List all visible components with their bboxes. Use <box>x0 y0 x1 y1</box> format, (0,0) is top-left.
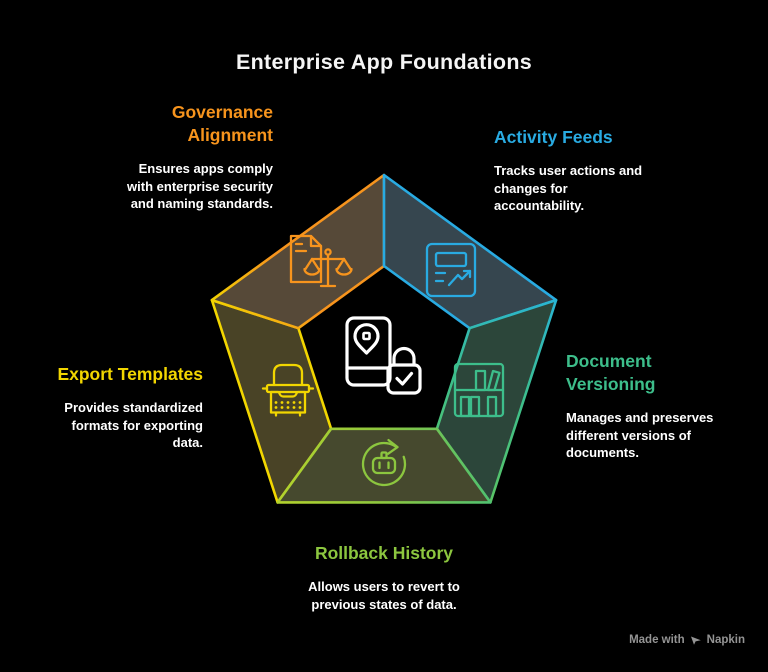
secure-app-card-icon <box>345 316 422 395</box>
napkin-logo-icon <box>690 636 701 645</box>
attribution-brand: Napkin <box>706 634 745 646</box>
segment-rollback-history <box>276 427 492 504</box>
rollback-bot-icon <box>361 438 407 487</box>
bookshelf-icon <box>453 362 505 418</box>
activity-report-icon <box>425 242 477 298</box>
attribution: Made with Napkin <box>629 634 745 646</box>
typewriter-icon <box>261 363 315 417</box>
section-label: Rollback History <box>314 543 454 563</box>
page-title: Enterprise App Foundations <box>235 50 533 74</box>
section-label: Activity Feeds <box>494 127 613 147</box>
section-label: Export Templates <box>57 364 203 384</box>
section-rollback-history: Rollback History Allows users to revert … <box>0 542 768 613</box>
scales-document-icon <box>289 234 353 288</box>
attribution-prefix: Made with <box>629 634 685 646</box>
